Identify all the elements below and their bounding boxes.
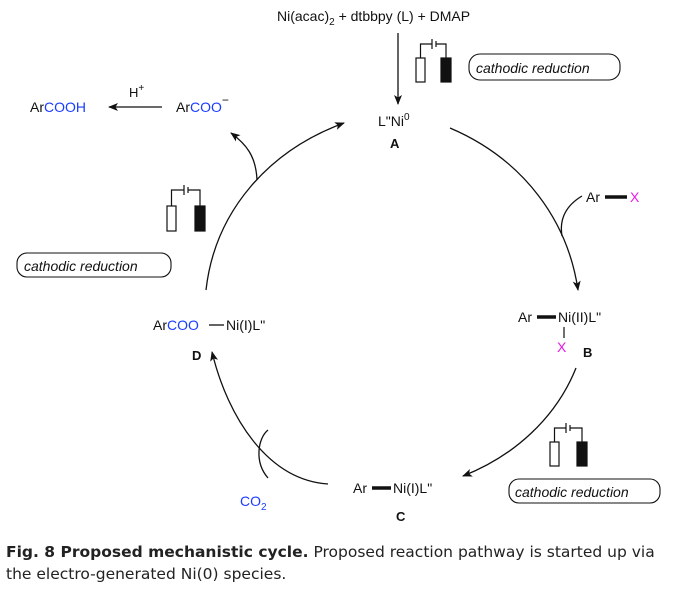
aryl-halide-ar: Ar [586, 189, 600, 205]
arrow-b-to-c [462, 367, 577, 477]
carboxylic-acid: ArCOOH [30, 99, 86, 115]
carboxylate: ArCOO− [176, 93, 229, 115]
aryl-halide-x: X [630, 189, 640, 205]
proton: H+ [129, 83, 144, 100]
label-b: B [583, 345, 592, 360]
arrow-co2-in [258, 429, 269, 479]
electrode-icon [549, 423, 588, 467]
arrow-a-to-b [449, 127, 581, 291]
arrow-carboxylate-out [230, 132, 258, 181]
caption-title: Fig. 8 Proposed mechanistic cycle. [6, 543, 309, 561]
species-d-ni: Ni(I)L" [226, 317, 265, 333]
arrow-c-to-d [210, 351, 329, 485]
species-c-ar: Ar [353, 480, 367, 496]
cathodic-reduction-label: cathodic reduction [508, 478, 661, 504]
species-b-ar: Ar [518, 309, 532, 325]
electrode-icon [415, 39, 452, 83]
caption-text: Proposed reaction pathway is started up … [6, 543, 655, 583]
arrow-ar-x-in [560, 195, 583, 237]
label-d: D [192, 348, 201, 363]
svg-text:cathodic reduction: cathodic reduction [476, 60, 590, 76]
species-c-ni: Ni(I)L" [393, 480, 432, 496]
co2: CO2 [240, 493, 267, 513]
cathodic-reduction-label: cathodic reduction [16, 252, 172, 278]
cathodic-reduction-label: cathodic reduction [468, 53, 621, 81]
species-b-ni: Ni(II)L" [558, 309, 601, 325]
species-a: L"Ni0 [378, 112, 410, 129]
reagents-text: Ni(acac)2 + dtbbpy (L) + DMAP [277, 8, 470, 28]
label-c: C [396, 509, 406, 524]
svg-text:cathodic reduction: cathodic reduction [515, 484, 629, 500]
electrode-icon [166, 185, 206, 232]
species-d: ArCOO [153, 317, 199, 333]
arrow-d-to-a [205, 122, 345, 291]
species-b-x: X [557, 339, 567, 355]
svg-text:cathodic reduction: cathodic reduction [24, 258, 138, 274]
mechanism-diagram: Ni(acac)2 + dtbbpy (L) + DMAP cathodic r… [16, 8, 661, 524]
label-a: A [390, 136, 400, 151]
figure-caption: Fig. 8 Proposed mechanistic cycle. Propo… [6, 541, 674, 585]
